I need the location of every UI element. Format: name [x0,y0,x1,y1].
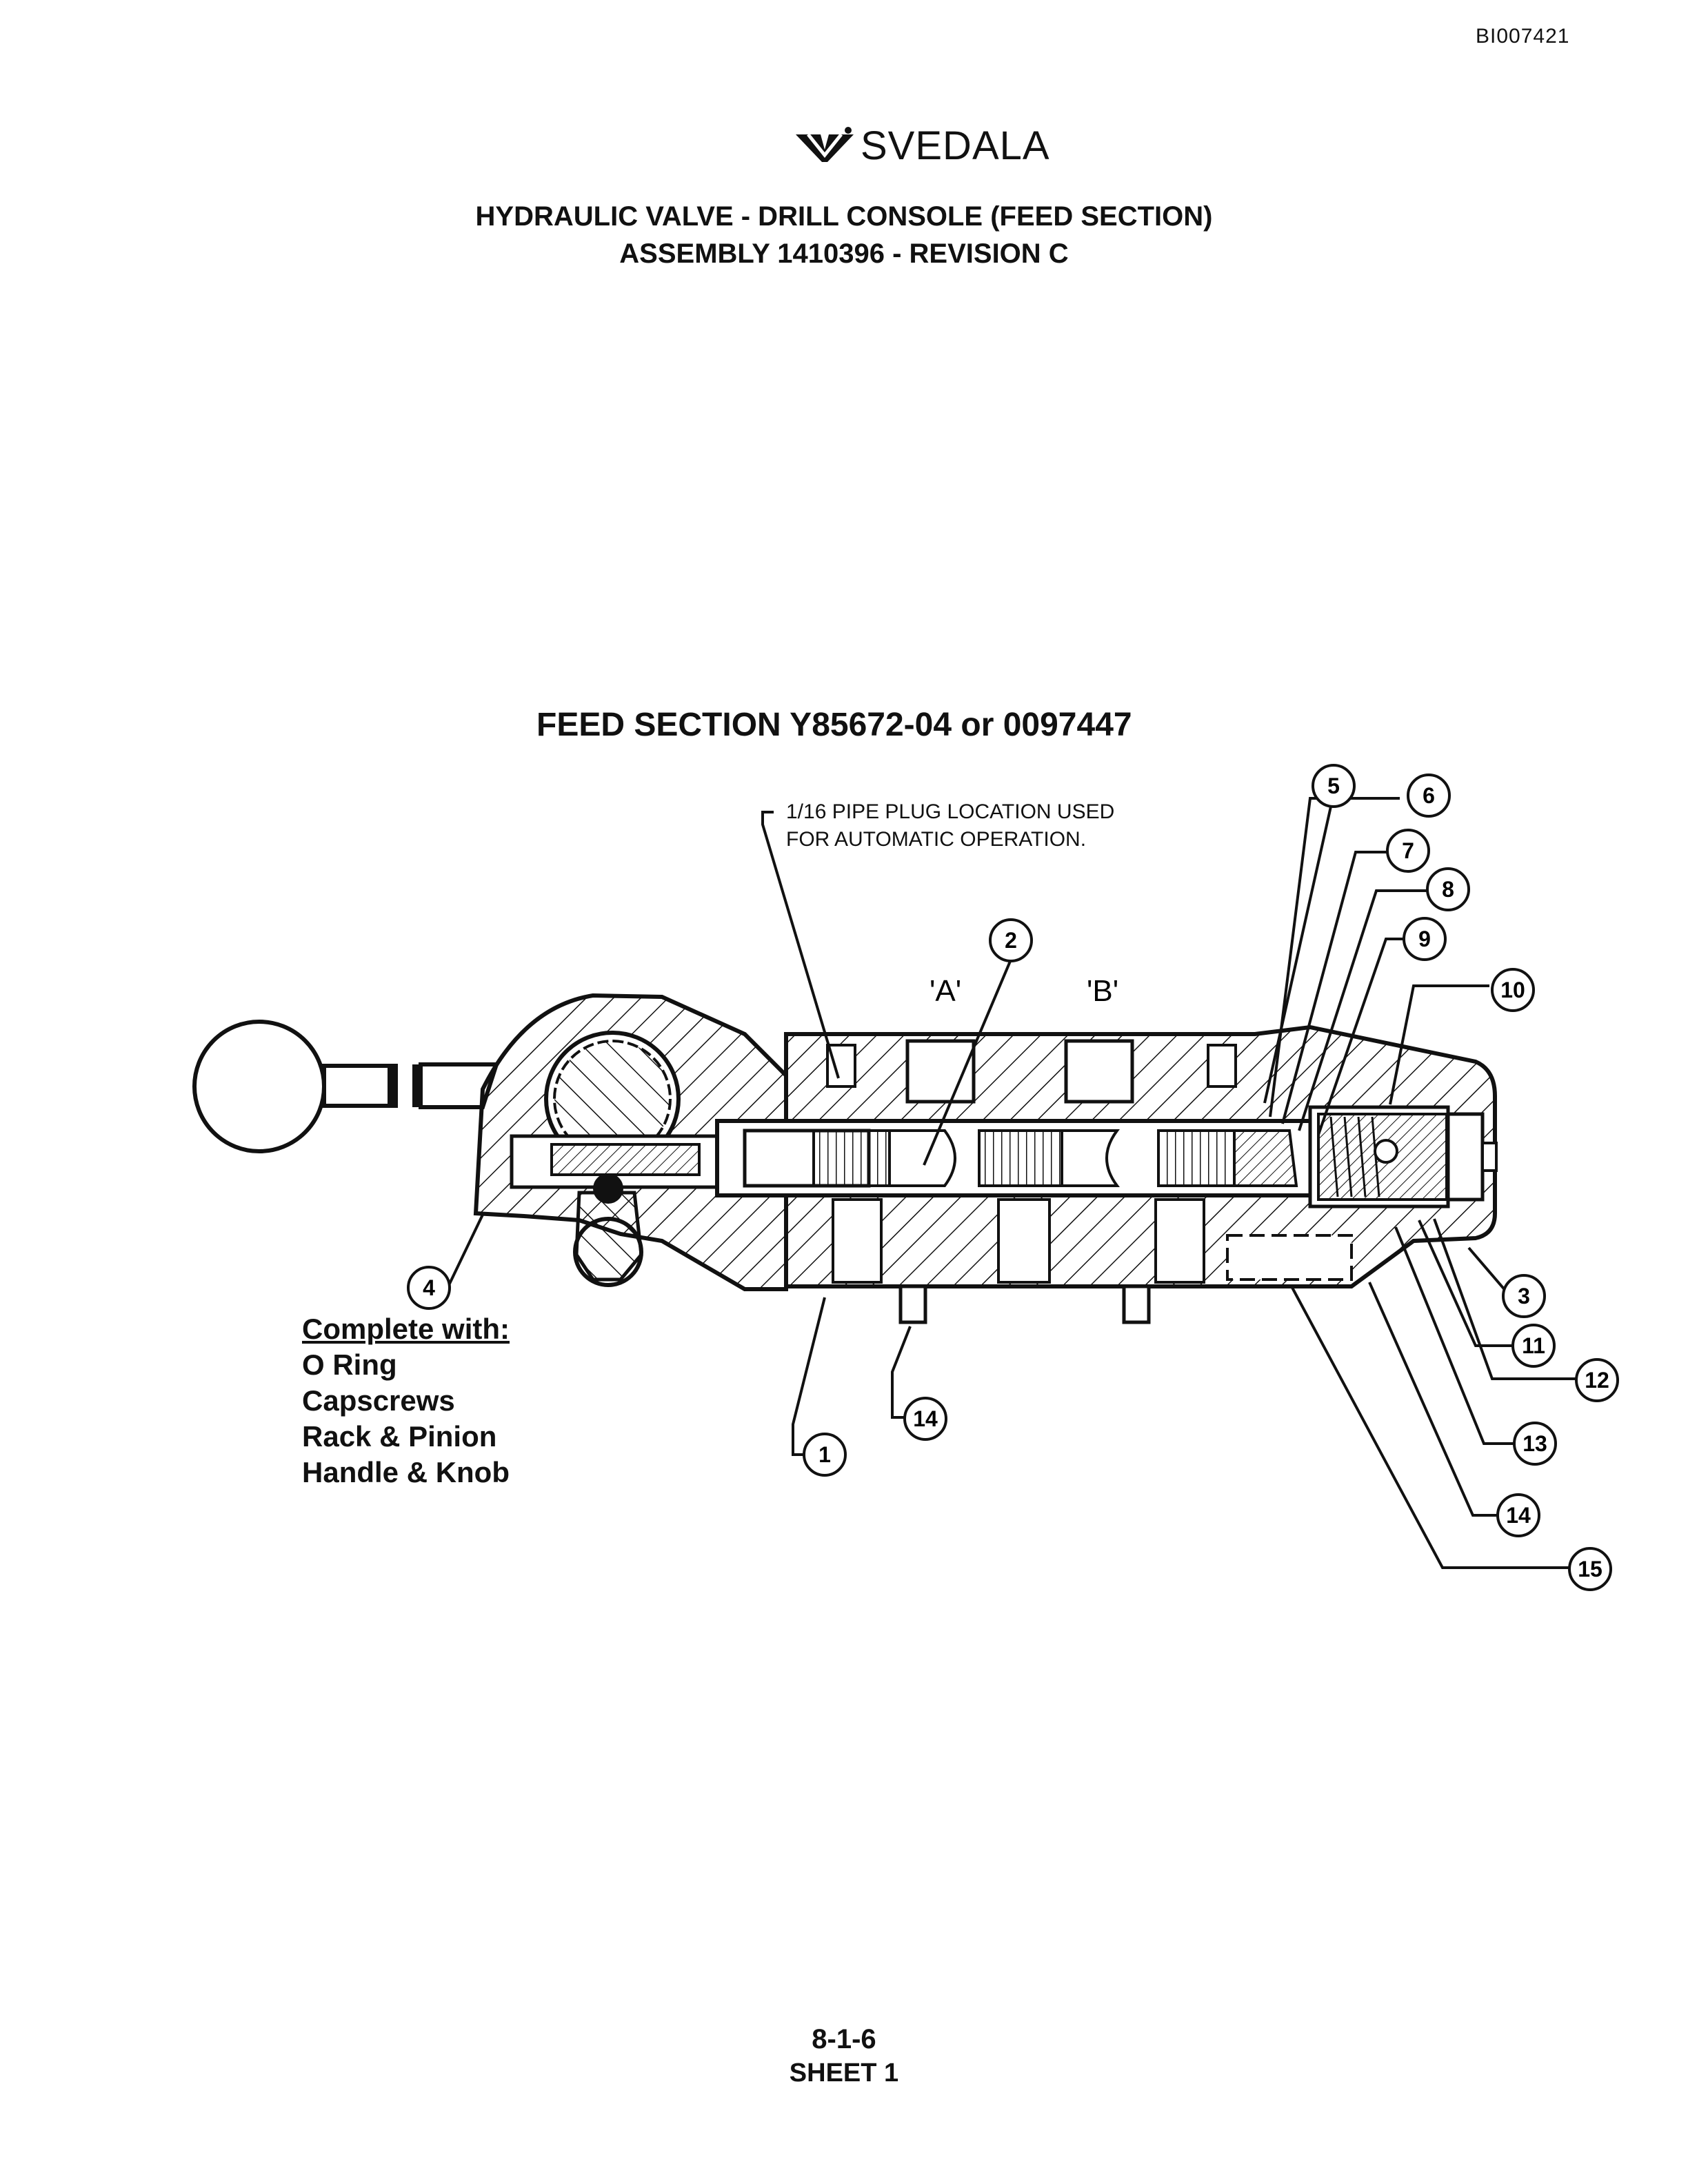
brand-name: SVEDALA [861,123,1050,168]
svg-text:1: 1 [818,1442,831,1467]
callout-11: 11 [1511,1324,1556,1368]
callout-12: 12 [1575,1358,1619,1402]
callout-8: 8 [1426,867,1470,911]
callout-7: 7 [1386,829,1430,873]
sheet-number: SHEET 1 [789,2059,899,2087]
svg-text:12: 12 [1585,1368,1609,1393]
pipe-plug-note: 1/16 PIPE PLUG LOCATION USED FOR AUTOMAT… [786,798,1114,853]
callout-2: 2 [989,918,1033,962]
list-item: Capscrews [302,1384,455,1417]
page-number: 8-1-6 [812,2024,876,2054]
svg-text:13: 13 [1523,1431,1547,1456]
callout-13: 13 [1513,1422,1557,1466]
svg-text:2: 2 [1005,928,1017,953]
callouts: 1 2 3 4 5 6 7 8 9 10 11 12 13 14 14 15 [407,764,1619,1591]
callout-5: 5 [1312,764,1356,808]
svg-text:6: 6 [1423,783,1435,808]
callout-14-lower: 14 [903,1397,947,1441]
svg-text:11: 11 [1522,1333,1545,1358]
port-a-label: 'A' [930,974,961,1008]
svg-text:8: 8 [1442,877,1454,902]
list-item: O Ring [302,1348,397,1381]
list-item: Rack & Pinion [302,1420,497,1453]
svedala-logo: SVEDALA [793,121,1050,170]
document-title: HYDRAULIC VALVE - DRILL CONSOLE (FEED SE… [475,201,1213,232]
document-subtitle: ASSEMBLY 1410396 - REVISION C [619,239,1069,269]
svg-text:5: 5 [1327,774,1340,798]
svg-text:14: 14 [1506,1503,1531,1528]
callout-14-right: 14 [1496,1493,1540,1537]
note-line-2: FOR AUTOMATIC OPERATION. [786,828,1087,851]
callout-6: 6 [1407,774,1451,818]
svg-text:10: 10 [1500,978,1525,1002]
port-b-label: 'B' [1087,974,1118,1008]
complete-with-list: Complete with: O Ring Capscrews Rack & P… [302,1311,510,1490]
rack-pinion-housing [473,993,788,1291]
svg-text:4: 4 [423,1275,435,1300]
svg-text:3: 3 [1518,1284,1530,1308]
callout-9: 9 [1403,917,1447,961]
svg-text:7: 7 [1402,838,1414,863]
valve-body [715,1024,1498,1324]
callout-1: 1 [803,1433,847,1477]
svedala-logo-icon [796,127,854,162]
callout-4: 4 [407,1266,451,1310]
svg-text:15: 15 [1578,1557,1602,1581]
callout-3: 3 [1502,1274,1546,1318]
section-title: FEED SECTION Y85672-04 or 0097447 [536,707,1132,743]
note-line-1: 1/16 PIPE PLUG LOCATION USED [786,800,1115,823]
document-id: BI007421 [1476,25,1570,48]
svg-text:14: 14 [913,1406,938,1431]
callout-15: 15 [1568,1547,1612,1591]
leader-lines [429,797,1582,1569]
callout-10: 10 [1491,968,1535,1012]
complete-with-heading: Complete with: [302,1313,510,1345]
svg-text:9: 9 [1418,927,1431,951]
handle-knob [192,1020,500,1153]
list-item: Handle & Knob [302,1456,510,1488]
